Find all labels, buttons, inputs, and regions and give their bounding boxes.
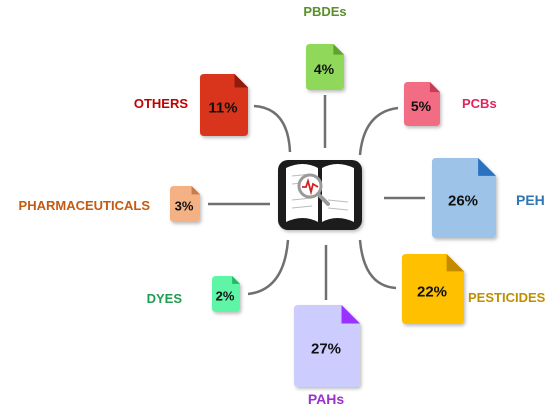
doc-body-pahs: [294, 305, 360, 387]
doc-pcbs: [404, 82, 440, 126]
connector-dyes: [247, 239, 290, 296]
connector-lines: [208, 95, 425, 300]
doc-body-peh: [432, 158, 496, 238]
label-pesticides: PESTICIDES: [468, 290, 546, 305]
label-dyes: DYES: [147, 291, 183, 306]
doc-fold-pbdes: [333, 44, 344, 55]
doc-body-pesticides: [402, 254, 464, 324]
book-magnifier-icon: [278, 160, 362, 230]
connector-pcbs: [358, 106, 399, 156]
value-pharmaceuticals: 3%: [175, 199, 194, 214]
value-pahs: 27%: [311, 340, 341, 357]
value-dyes: 2%: [216, 289, 235, 304]
doc-fold-pcbs: [429, 82, 440, 93]
doc-fold-others: [234, 74, 248, 88]
doc-pharmaceuticals: [170, 186, 200, 222]
doc-body-pbdes: [306, 44, 344, 90]
label-peh: PEH: [516, 192, 545, 208]
doc-pesticides: [402, 254, 464, 324]
label-others: OTHERS: [134, 96, 189, 111]
doc-body-pharmaceuticals: [170, 186, 200, 222]
doc-fold-pesticides: [446, 254, 464, 272]
label-pahs: PAHs: [308, 391, 345, 407]
label-pbdes: PBDEs: [303, 4, 346, 19]
value-pcbs: 5%: [411, 98, 432, 114]
connector-others: [253, 104, 292, 153]
doc-others: [200, 74, 248, 136]
label-pharmaceuticals: PHARMACEUTICALS: [19, 198, 151, 213]
doc-fold-pahs: [341, 305, 360, 324]
doc-fold-peh: [478, 158, 496, 176]
value-pesticides: 22%: [417, 283, 447, 300]
doc-pahs: [294, 305, 360, 387]
doc-pbdes: [306, 44, 344, 90]
doc-body-dyes: [212, 276, 240, 312]
value-pbdes: 4%: [314, 61, 335, 77]
doc-body-others: [200, 74, 248, 136]
value-peh: 26%: [448, 192, 478, 209]
doc-peh: [432, 158, 496, 238]
doc-fold-dyes: [232, 276, 240, 284]
doc-dyes: [212, 276, 240, 312]
doc-body-pcbs: [404, 82, 440, 126]
connector-pesticides: [358, 239, 397, 290]
doc-fold-pharmaceuticals: [191, 186, 200, 195]
value-others: 11%: [208, 99, 237, 116]
label-pcbs: PCBs: [462, 96, 497, 111]
